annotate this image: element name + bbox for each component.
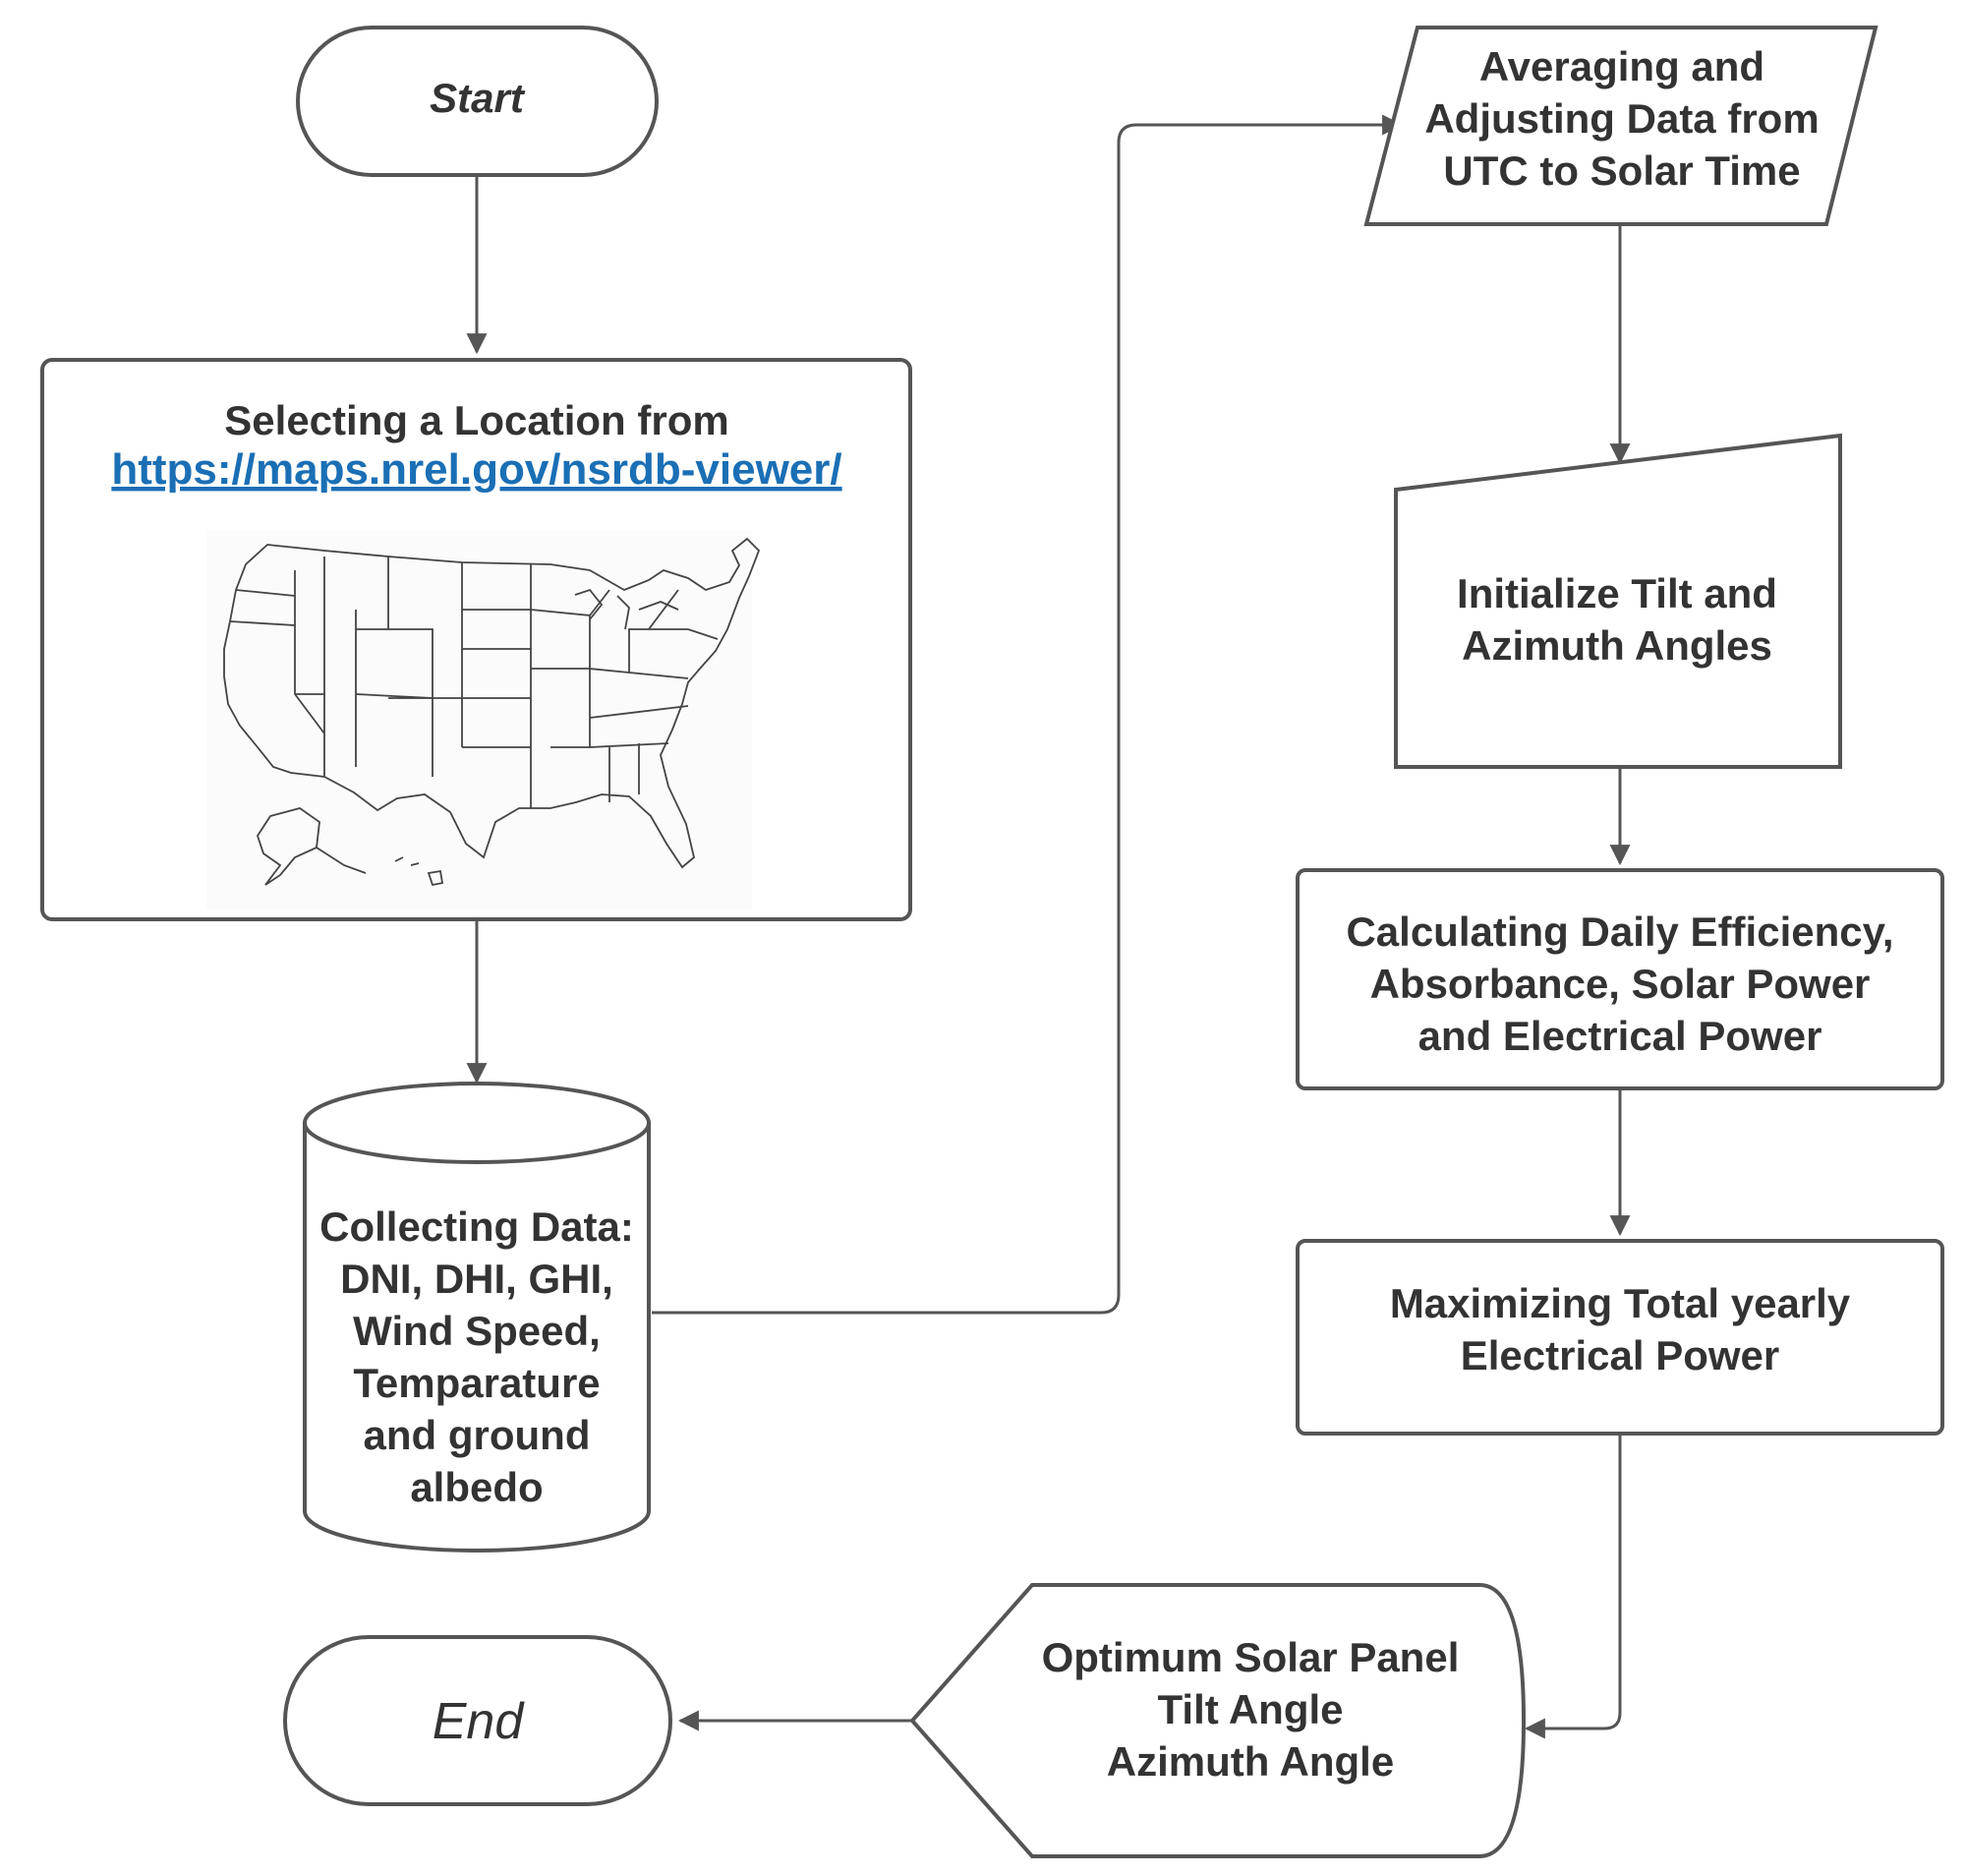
start-label: Start [430,75,526,121]
edge-maximizing-to-optimum [1524,1434,1622,1739]
collect-data-line-2: DNI, DHI, GHI, [340,1256,613,1302]
calculating-node[interactable]: Calculating Daily Efficiency, Absorbance… [1296,868,1944,1090]
optimum-line-3: Azimuth Angle [1107,1738,1394,1785]
collect-data-line-5: and ground [364,1412,591,1458]
maximizing-node[interactable]: Maximizing Total yearly Electrical Power [1296,1239,1944,1436]
select-location-node[interactable]: Selecting a Location from https://maps.n… [40,358,912,921]
initialize-line-2: Azimuth Angles [1462,622,1772,669]
end-node[interactable]: End [283,1635,672,1806]
collect-data-line-1: Collecting Data: [319,1203,634,1250]
optimum-line-2: Tilt Angle [1158,1686,1344,1732]
maximizing-line-1: Maximizing Total yearly [1390,1280,1851,1326]
start-node[interactable]: Start [296,26,659,177]
averaging-line-1: Averaging and [1479,43,1764,89]
averaging-line-2: Adjusting Data from [1424,95,1819,142]
calculating-line-1: Calculating Daily Efficiency, [1346,909,1893,955]
collect-data-line-6: albedo [410,1464,543,1510]
optimum-line-1: Optimum Solar Panel [1042,1634,1460,1680]
us-map-image [206,531,761,909]
nsrdb-viewer-link[interactable]: https://maps.nrel.gov/nsrdb-viewer/ [111,445,841,494]
maximizing-line-2: Electrical Power [1461,1332,1780,1378]
collect-data-line-3: Wind Speed, [353,1308,601,1354]
initialize-line-1: Initialize Tilt and [1457,570,1777,616]
end-label: End [433,1693,526,1750]
select-location-label: Selecting a Location from [224,397,728,443]
calculating-line-2: Absorbance, Solar Power [1370,961,1871,1007]
averaging-node[interactable]: Averaging and Adjusting Data from UTC to… [1363,26,1879,226]
edge-collect-to-averaging [652,114,1404,1315]
calculating-line-3: and Electrical Power [1418,1013,1822,1059]
averaging-line-3: UTC to Solar Time [1443,147,1800,194]
initialize-node[interactable]: Initialize Tilt and Azimuth Angles [1394,433,1842,769]
collect-data-line-4: Temparature [353,1360,600,1406]
collect-data-node[interactable]: Collecting Data: DNI, DHI, GHI, Wind Spe… [303,1082,651,1553]
optimum-node[interactable]: Optimum Solar Panel Tilt Angle Azimuth A… [909,1583,1527,1858]
